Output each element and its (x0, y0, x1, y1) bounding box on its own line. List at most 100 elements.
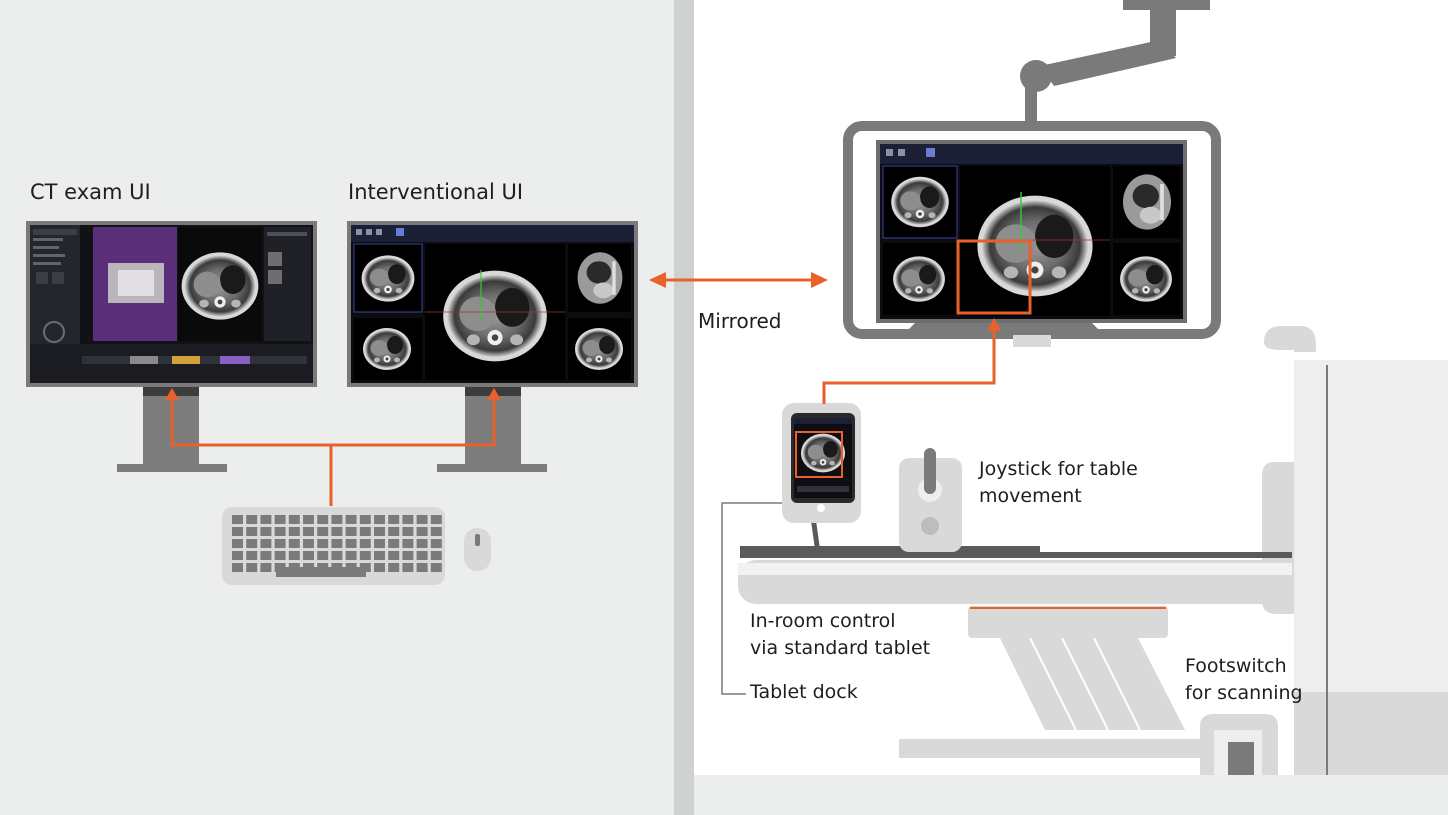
keyboard-key (331, 539, 343, 548)
keyboard-key (416, 563, 428, 572)
ceiling-monitor (843, 121, 1221, 347)
joystick (899, 448, 962, 552)
keyboard-key (359, 527, 371, 536)
tablet-zoom-box (795, 431, 843, 478)
tablet-connector (822, 318, 1001, 404)
keyboard-key (303, 527, 314, 536)
joystick-label-line1: Joystick for table (979, 458, 1138, 480)
keyboard-key (260, 563, 272, 572)
keyboard-key (345, 527, 357, 536)
scan-room-floor (694, 775, 1448, 815)
mirrored-label: Mirrored (698, 309, 782, 333)
footswitch-label-line2: for scanning (1185, 682, 1303, 704)
keyboard-key (246, 563, 258, 572)
keyboard-key (416, 515, 428, 524)
keyboard-key (260, 515, 272, 524)
keyboard-key (274, 551, 286, 560)
keyboard-key (317, 539, 329, 548)
keyboard-key (374, 551, 385, 560)
keyboard-key (402, 551, 414, 560)
keyboard-key (232, 527, 243, 536)
keyboard-key (246, 527, 258, 536)
inroom-label-line2: via standard tablet (750, 637, 931, 659)
patient-table (738, 546, 1292, 758)
keyboard-key (374, 539, 385, 548)
keyboard-key (430, 527, 442, 536)
footswitch (1200, 714, 1278, 775)
keyboard-key (345, 539, 357, 548)
keyboard-key (402, 539, 414, 548)
arrow-head (165, 388, 179, 400)
keyboard-key (288, 539, 300, 548)
monitor-frame (843, 121, 1221, 339)
interventional-monitor (347, 221, 638, 472)
keyboard-key (374, 527, 385, 536)
keyboard-key (359, 551, 371, 560)
ct-exam-screen (30, 225, 313, 383)
keyboard-key (260, 551, 272, 560)
ct-exam-monitor (26, 221, 317, 472)
keyboard-key (345, 515, 357, 524)
footswitch-label-line1: Footswitch (1185, 655, 1287, 677)
tablet (791, 413, 855, 503)
keyboard (222, 507, 445, 585)
keyboard-key (430, 551, 442, 560)
keyboard-key (232, 551, 243, 560)
inroom-label-line1: In-room control (750, 610, 896, 632)
keyboard-key (402, 527, 414, 536)
inroom-control-label: In-room control via standard tablet (750, 608, 930, 662)
keyboard-key (359, 515, 371, 524)
keyboard-key (388, 563, 400, 572)
keyboard-key (317, 515, 329, 524)
keyboard-key (359, 539, 371, 548)
keyboard-key (246, 551, 258, 560)
keyboard-key (288, 515, 300, 524)
keyboard-key (416, 527, 428, 536)
keyboard-key (303, 539, 314, 548)
zoom-highlight-box (956, 239, 1032, 315)
ceiling-monitor-screen (880, 144, 1183, 319)
keyboard-key (430, 563, 442, 572)
tablet-dock-label: Tablet dock (750, 681, 858, 703)
keyboard-key (274, 539, 286, 548)
keyboard-key (416, 551, 428, 560)
keyboard-key (317, 527, 329, 536)
keyboard-key (288, 551, 300, 560)
monitor-base (117, 464, 227, 472)
keyboard-key (416, 539, 428, 548)
keyboard-key (388, 515, 400, 524)
keyboard-key (260, 527, 272, 536)
keyboard-key (274, 527, 286, 536)
footswitch-label: Footswitch for scanning (1185, 653, 1303, 707)
keyboard-key (345, 551, 357, 560)
keyboard-key (232, 539, 243, 548)
keyboard-key (232, 563, 243, 572)
joystick-label-line2: movement (979, 485, 1082, 507)
keyboard-key (246, 515, 258, 524)
keyboard-key (303, 515, 314, 524)
room-divider-wall (674, 0, 694, 815)
control-room-background (0, 0, 674, 815)
interventional-ui-label: Interventional UI (348, 180, 524, 204)
ceiling-mount (1020, 0, 1210, 124)
keyboard-key (260, 539, 272, 548)
keyboard-key (303, 551, 314, 560)
keyboard-key (246, 539, 258, 548)
keyboard-key (402, 515, 414, 524)
keyboard-key (331, 527, 343, 536)
keyboard-key (331, 551, 343, 560)
keyboard-key (402, 563, 414, 572)
monitor-base (437, 464, 547, 472)
mirrored-arrow (649, 272, 828, 288)
keyboard-key (274, 515, 286, 524)
keyboard-key (317, 551, 329, 560)
keyboard-key (331, 515, 343, 524)
keyboard-key (232, 515, 243, 524)
keyboard-key (374, 563, 385, 572)
keyboard-key (374, 515, 385, 524)
interventional-screen (351, 225, 634, 383)
arrow-head (487, 388, 501, 400)
keyboard-key (430, 539, 442, 548)
